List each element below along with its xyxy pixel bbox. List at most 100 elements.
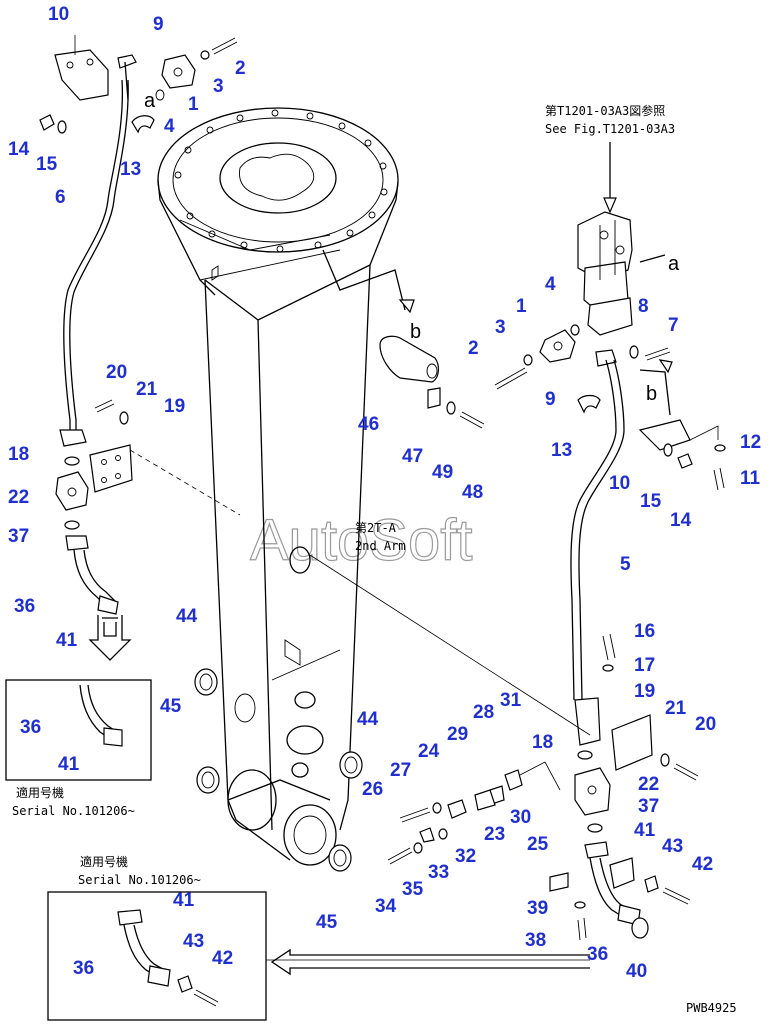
connection-label-a-left: a <box>144 90 156 112</box>
left-serial-box <box>5 679 152 781</box>
arm-note-jp: 第2T-A <box>355 521 397 535</box>
callout: 28 <box>473 702 494 723</box>
callout: 38 <box>525 930 546 951</box>
callout: 49 <box>432 462 453 483</box>
callout: 5 <box>620 554 631 575</box>
callout: 22 <box>8 487 29 508</box>
callout: 43 <box>183 931 204 952</box>
center-parts-group <box>387 761 561 865</box>
callout: 37 <box>8 526 29 547</box>
callout: 23 <box>484 824 505 845</box>
arm-body <box>157 107 399 872</box>
pin-assembly <box>322 249 485 429</box>
callout: 21 <box>136 379 158 400</box>
callout: 30 <box>510 807 531 828</box>
callout: 25 <box>527 834 549 855</box>
callout: 2 <box>235 58 246 79</box>
callout: 20 <box>106 362 127 383</box>
callout: 41 <box>56 630 78 651</box>
callout: 27 <box>390 760 411 781</box>
reference-note-en: See Fig.T1201-03A3 <box>545 122 675 136</box>
callout: 47 <box>402 446 423 467</box>
callout: 16 <box>634 621 655 642</box>
callout: 45 <box>316 912 338 933</box>
callout: 14 <box>8 139 30 160</box>
callout: 13 <box>551 440 572 461</box>
serial-note-left-en: Serial No.101206~ <box>12 804 135 818</box>
reference-note-jp: 第T1201-03A3図参照 <box>545 103 665 118</box>
leader-line <box>309 554 591 736</box>
callout: 15 <box>36 154 58 175</box>
callout: 45 <box>160 696 182 717</box>
callout: 7 <box>668 315 679 336</box>
callout: 36 <box>73 958 94 979</box>
connection-label-a-right: a <box>668 253 680 275</box>
right-upper-assembly <box>494 142 726 746</box>
callout: 44 <box>357 709 379 730</box>
callout: 46 <box>358 414 379 435</box>
callout: 39 <box>527 898 548 919</box>
callout: 10 <box>609 473 630 494</box>
callout: 6 <box>55 187 66 208</box>
left-upper-assembly <box>39 35 238 447</box>
callout: 35 <box>402 879 424 900</box>
callout: 9 <box>153 14 164 35</box>
right-lower-assembly <box>549 633 699 941</box>
callout-numbers: 10 9 2 3 1 4 14 15 13 6 20 21 19 18 22 3… <box>8 4 761 982</box>
callout: 9 <box>545 389 556 410</box>
arm-note-en: 2nd Arm <box>355 539 406 553</box>
callout: 41 <box>58 754 80 775</box>
callout: 41 <box>634 820 656 841</box>
callout: 31 <box>500 690 522 711</box>
connection-label-b-arm: b <box>410 321 421 343</box>
drawing-code: PWB4925 <box>686 1001 737 1015</box>
callout: 1 <box>188 94 199 115</box>
callout: 26 <box>362 779 383 800</box>
callout: 36 <box>20 717 41 738</box>
callout: 12 <box>740 432 761 453</box>
bottom-serial-box <box>47 891 590 1021</box>
callout: 8 <box>638 296 649 317</box>
callout: 3 <box>495 317 506 338</box>
callout: 36 <box>14 596 35 617</box>
callout: 19 <box>164 396 185 417</box>
callout: 18 <box>532 732 553 753</box>
callout: 34 <box>375 896 397 917</box>
callout: 43 <box>662 836 683 857</box>
callout: 42 <box>692 854 713 875</box>
serial-note-bottom-en: Serial No.101206~ <box>78 873 201 887</box>
callout: 21 <box>665 698 687 719</box>
callout: 10 <box>48 4 69 25</box>
callout: 14 <box>670 510 692 531</box>
callout: 11 <box>740 468 761 489</box>
callout: 44 <box>176 606 198 627</box>
callout: 15 <box>640 491 662 512</box>
serial-note-bottom-jp: 適用号機 <box>80 854 128 869</box>
callout: 4 <box>545 274 556 295</box>
callout: 33 <box>428 862 449 883</box>
callout: 20 <box>695 714 716 735</box>
callout: 4 <box>164 116 175 137</box>
callout: 3 <box>213 76 224 97</box>
callout: 42 <box>212 948 233 969</box>
callout: 17 <box>634 655 655 676</box>
callout: 40 <box>626 961 647 982</box>
callout: 41 <box>173 890 195 911</box>
callout: 29 <box>447 724 468 745</box>
callout: 48 <box>462 482 483 503</box>
callout: 1 <box>516 296 527 317</box>
callout: 32 <box>455 846 476 867</box>
callout: 36 <box>587 944 608 965</box>
left-middle-assembly <box>55 399 241 661</box>
callout: 18 <box>8 444 29 465</box>
connection-label-b-right: b <box>646 383 657 405</box>
callout: 13 <box>120 159 141 180</box>
callout: 2 <box>468 338 479 359</box>
serial-note-left-jp: 適用号機 <box>16 785 64 800</box>
callout: 22 <box>638 774 659 795</box>
watermark: AutoSoft <box>250 508 472 573</box>
callout: 37 <box>638 796 659 817</box>
callout: 24 <box>418 741 440 762</box>
